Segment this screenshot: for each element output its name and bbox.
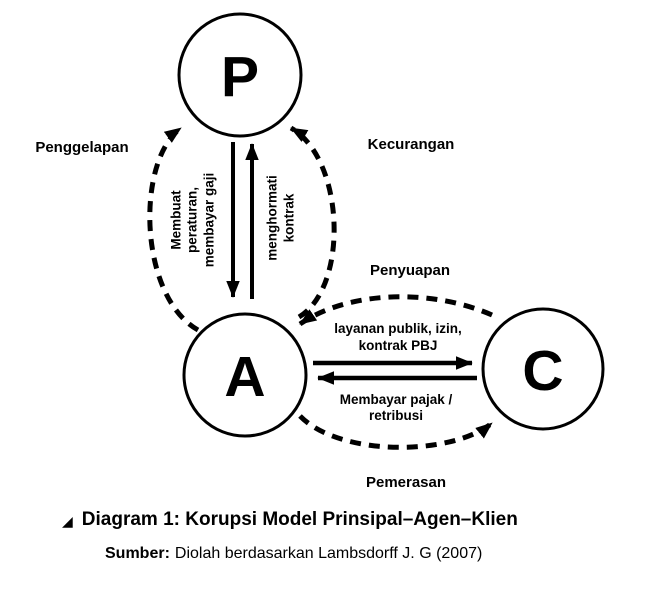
label-c-to-a-line1: Membayar pajak /: [340, 392, 453, 407]
node-principal-label: P: [221, 45, 259, 109]
caption-title: Diagram 1: Korupsi Model Prinsipal–Agen–…: [81, 509, 518, 530]
label-c-to-a-line2: retribusi: [369, 408, 423, 423]
label-p-to-a-line2: peraturan,: [185, 187, 200, 253]
node-agent-label: A: [224, 345, 265, 409]
label-kecurangan: Kecurangan: [368, 136, 455, 153]
caption-triangle-icon: ◢: [62, 513, 73, 529]
source-line: Sumber:Diolah berdasarkan Lambsdorff J. …: [105, 545, 482, 563]
node-agent-circle: [182, 312, 308, 438]
label-a-to-p-line1: menghormati: [265, 175, 280, 261]
arc-pemerasan-dashed-arrow: [298, 414, 494, 450]
label-a-to-c-line1: layanan publik, izin,: [334, 321, 462, 336]
label-penggelapan: Penggelapan: [35, 139, 128, 156]
label-pemerasan: Pemerasan: [366, 474, 446, 491]
label-penyuapan: Penyuapan: [370, 262, 450, 279]
label-p-to-a-line1: Membuat: [169, 190, 184, 250]
label-p-to-a-line3: membayar gaji: [202, 173, 217, 268]
arc-penggelapan-dashed-arrow: [147, 125, 200, 333]
label-a-to-c-line2: kontrak PBJ: [359, 338, 438, 353]
node-client-label: C: [522, 339, 563, 403]
source-text: Diolah berdasarkan Lambsdorff J. G (2007…: [174, 545, 483, 562]
figure-caption: ◢ Diagram 1: Korupsi Model Prinsipal–Age…: [62, 509, 518, 531]
arc-penyuapan-dashed-arrow: [298, 294, 493, 327]
node-client-circle: [481, 307, 605, 431]
node-principal-circle: [177, 12, 303, 138]
label-a-to-p-line2: kontrak: [282, 193, 297, 242]
arc-kecurangan-dashed-arrow: [289, 125, 337, 320]
source-label: Sumber:: [105, 545, 170, 562]
